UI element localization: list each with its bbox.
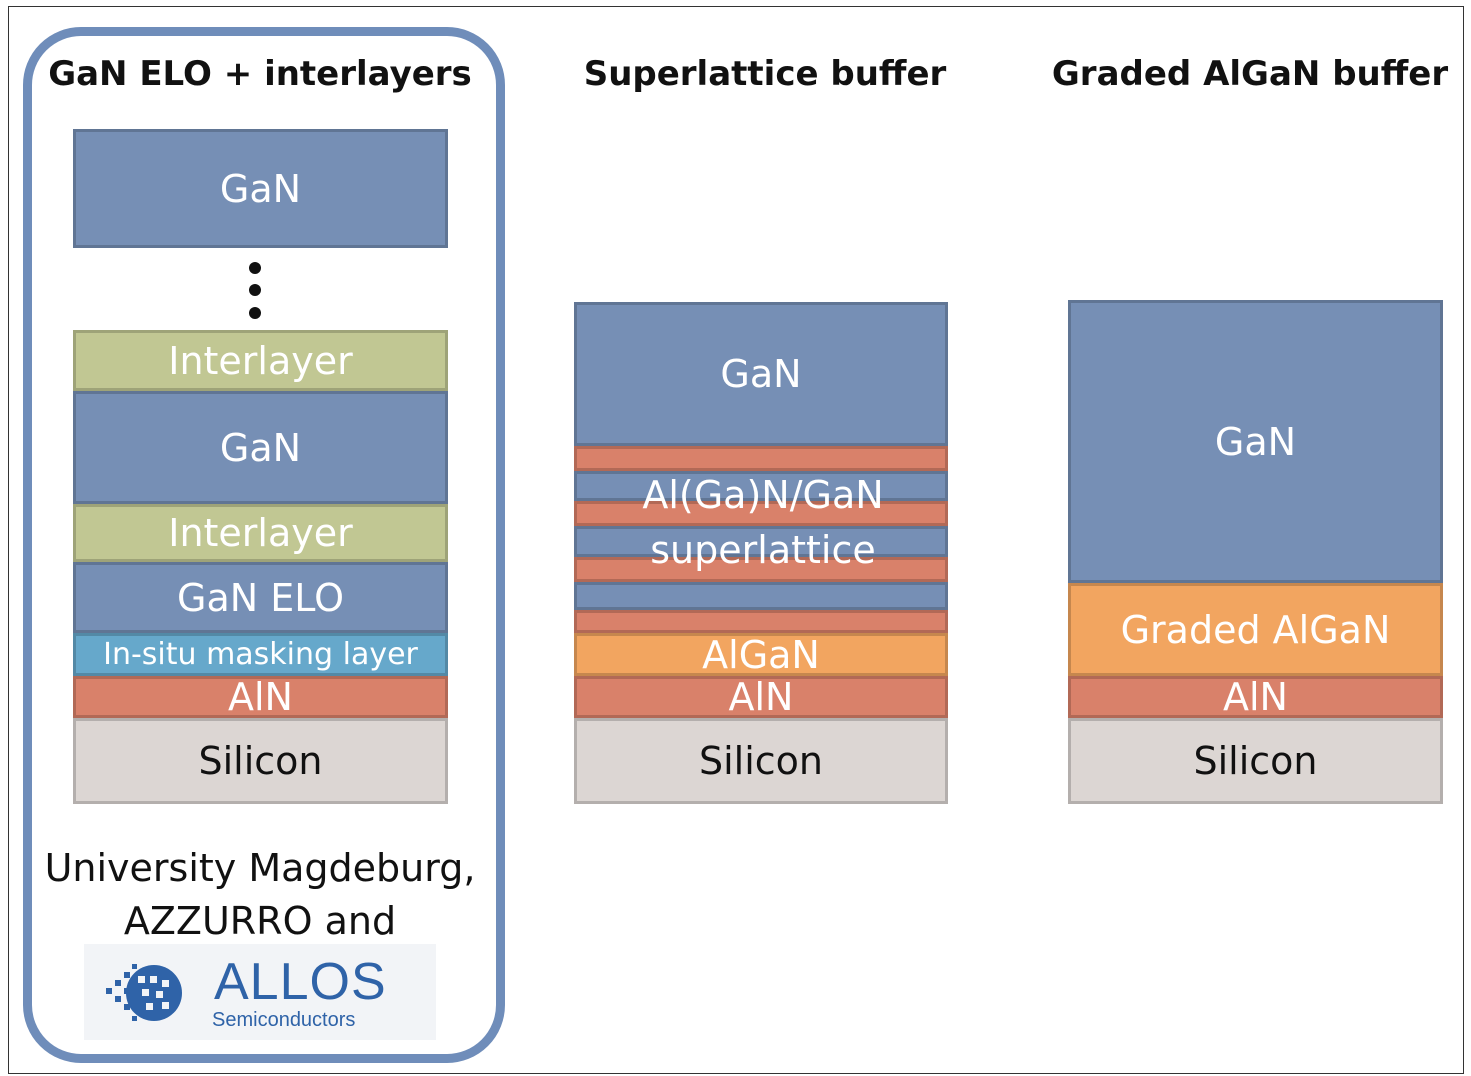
layer-interlayer-2: Interlayer: [73, 504, 448, 562]
superlattice-aln-stripe-2: [574, 501, 948, 526]
layer-interlayer-1: Interlayer: [73, 330, 448, 391]
layer-in-situ-masking: In-situ masking layer: [73, 633, 448, 676]
layer-aln-elo: AlN: [73, 675, 448, 719]
highlight-box-elo: [23, 27, 505, 1063]
superlattice-label-line-2: superlattice: [650, 528, 876, 572]
logo-subtitle: Semiconductors: [212, 1009, 356, 1031]
superlattice-aln-stripe-1: [574, 446, 948, 471]
column-title-graded: Graded AlGaN buffer: [1051, 54, 1449, 94]
figure-frame: [8, 6, 1464, 1074]
layer-aln-superlattice: AlN: [574, 675, 948, 719]
layer-gan-graded: GaN: [1068, 300, 1443, 583]
layer-silicon-superlattice: Silicon: [574, 718, 948, 804]
dotted-sphere-logo-icon: [106, 964, 182, 1021]
superlattice-aln-stripe-4: [574, 610, 948, 633]
layer-silicon-graded: Silicon: [1068, 718, 1443, 804]
superlattice-label-line-1: Al(Ga)N/GaN: [642, 473, 884, 517]
superlattice-gan-stripe-1: [574, 471, 948, 501]
layer-silicon-elo: Silicon: [73, 718, 448, 804]
footer-line-2: AZZURRO and: [123, 899, 397, 943]
column-title-elo: GaN ELO + interlayers: [48, 54, 472, 94]
layer-aln-graded: AlN: [1068, 675, 1443, 719]
layer-algan-superlattice: AlGaN: [574, 633, 948, 677]
footer-line-1: University Magdeburg,: [44, 846, 476, 890]
superlattice-aln-stripe-3: [574, 557, 948, 582]
layer-gan-top: GaN: [73, 129, 448, 248]
layer-gan-mid: GaN: [73, 391, 448, 504]
column-title-superlattice: Superlattice buffer: [583, 54, 947, 94]
logo-wordmark: ALLOS: [214, 953, 387, 1011]
layer-graded-algan: Graded AlGaN: [1068, 583, 1443, 676]
layer-gan-superlattice: GaN: [574, 302, 948, 446]
superlattice-gan-stripe-2: [574, 526, 948, 557]
allos-logo: ALLOS Semiconductors: [84, 944, 436, 1040]
superlattice-gan-stripe-3: [574, 582, 948, 610]
layer-gan-elo: GaN ELO: [73, 562, 448, 633]
